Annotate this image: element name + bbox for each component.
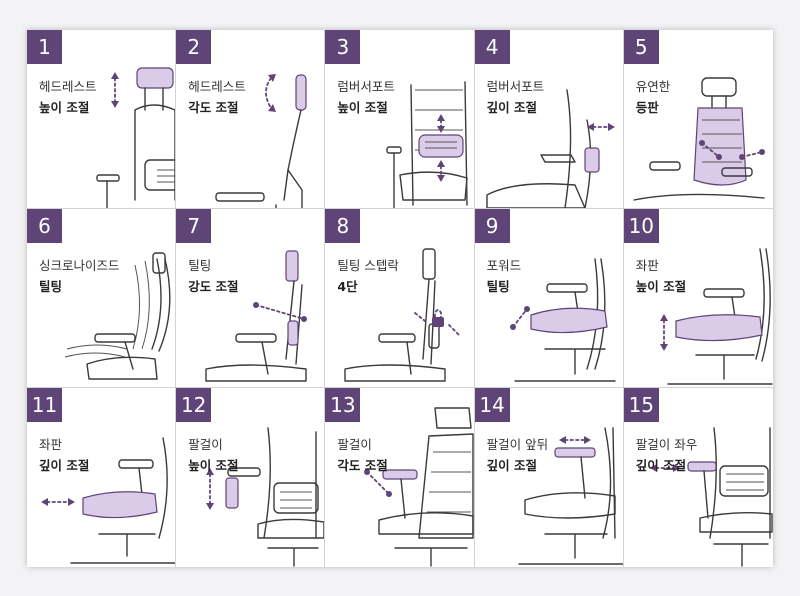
feature-caption: 틸팅 스텝락 4단 [337,255,398,297]
armrest-fore-aft-icon [517,427,623,565]
feature-cell-1: 1 헤드레스트 높이 조절 [27,30,177,209]
feature-title: 포워드 [486,258,522,273]
feature-title: 싱크로나이즈드 [39,258,120,273]
synchro-tilt-icon [64,252,171,380]
feature-number-badge: 9 [474,209,510,243]
feature-cell-9: 9 포워드 틸팅 [474,209,624,388]
feature-subtitle: 높이 조절 [39,100,90,115]
feature-cell-12: 12 팔걸이 높이 조절 [176,388,326,567]
feature-caption: 팔걸이 앞뒤 깊이 조절 [487,434,548,476]
feature-number-badge: 10 [623,209,659,243]
feature-subtitle: 높이 조절 [188,458,239,473]
feature-cell-7: 7 틸팅 강도 조절 [176,209,326,388]
feature-grid-frame: 1 헤드레스트 높이 조절 2 헤드레스트 각도 조절 3 럼버서포트 높이 조… [27,30,773,567]
tilt-tension-icon [205,250,308,382]
feature-cell-15: 15 팔걸이 좌우 깊이 조절 [623,388,773,567]
feature-caption: 팔걸이 높이 조절 [188,434,238,476]
tilt-step-lock-icon [344,248,461,382]
feature-caption: 팔걸이 좌우 깊이 조절 [636,434,697,476]
lumbar-height-adjust-icon [386,81,469,208]
feature-number-badge: 15 [623,388,659,422]
feature-number-badge: 1 [27,30,62,64]
feature-number-badge: 8 [325,209,361,243]
feature-cell-13: 13 팔걸이 각도 조절 [325,388,475,567]
feature-subtitle: 각도 조절 [337,458,388,473]
feature-caption: 헤드레스트 높이 조절 [39,76,97,118]
feature-cell-10: 10 좌판 높이 조절 [623,209,773,388]
feature-title: 팔걸이 [337,437,372,452]
feature-title: 틸팅 스텝락 [337,258,399,273]
forward-tilt-icon [509,258,616,382]
feature-caption: 틸팅 강도 조절 [188,255,238,297]
feature-subtitle: 깊이 조절 [39,458,90,473]
feature-cell-4: 4 럼버서포트 깊이 조절 [474,30,624,209]
seat-depth-adjust-icon [41,437,176,564]
feature-title: 럼버서포트 [337,79,395,94]
feature-cell-6: 6 싱크로나이즈드 틸팅 [27,209,177,388]
feature-number-badge: 3 [325,30,361,64]
feature-caption: 포워드 틸팅 [487,255,522,297]
feature-number-badge: 7 [176,209,212,243]
feature-cell-8: 8 틸팅 스텝락 4단 [325,209,475,388]
feature-cell-14: 14 팔걸이 앞뒤 깊이 조절 [474,388,624,567]
feature-subtitle: 등판 [635,100,659,115]
feature-cell-2: 2 헤드레스트 각도 조절 [176,30,326,209]
armrest-width-adjust-icon [649,427,773,567]
seat-height-adjust-icon [659,248,773,385]
feature-subtitle: 깊이 조절 [635,458,687,473]
feature-number-badge: 2 [176,30,212,64]
feature-subtitle: 높이 조절 [337,100,388,115]
feature-subtitle: 깊이 조절 [486,100,537,115]
feature-number-badge: 12 [176,388,212,422]
feature-number-badge: 13 [325,388,361,422]
feature-caption: 유연한 등판 [636,76,671,118]
feature-title: 좌판 [635,258,659,273]
feature-title: 팔걸이 좌우 [635,437,698,452]
feature-number-badge: 11 [27,388,62,422]
feature-title: 럼버서포트 [486,79,545,94]
feature-title: 헤드레스트 [188,79,246,94]
feature-subtitle: 틸팅 [486,279,510,294]
feature-caption: 좌판 높이 조절 [636,255,686,297]
feature-caption: 럼버서포트 높이 조절 [337,76,395,118]
feature-number-badge: 4 [474,30,510,64]
feature-caption: 싱크로나이즈드 틸팅 [39,255,120,297]
feature-subtitle: 틸팅 [39,279,63,294]
feature-subtitle: 4단 [337,279,358,294]
armrest-angle-adjust-icon [364,407,474,567]
feature-subtitle: 깊이 조절 [486,458,537,473]
feature-title: 팔걸이 앞뒤 [486,437,549,452]
lumbar-depth-adjust-icon [485,89,615,208]
headrest-height-adjust-icon [96,67,176,208]
feature-caption: 럼버서포트 깊이 조절 [487,76,545,118]
feature-grid: 1 헤드레스트 높이 조절 2 헤드레스트 각도 조절 3 럼버서포트 높이 조… [27,30,773,567]
feature-caption: 팔걸이 각도 조절 [337,434,387,476]
feature-title: 틸팅 [188,258,212,273]
flexible-backrest-icon [633,77,765,201]
armrest-height-adjust-icon [206,427,325,567]
feature-subtitle: 높이 조절 [635,279,687,294]
feature-cell-5: 5 유연한 등판 [623,30,773,209]
feature-caption: 헤드레스트 각도 조절 [188,76,246,118]
headrest-angle-adjust-icon [215,74,307,208]
feature-subtitle: 각도 조절 [188,100,239,115]
feature-title: 팔걸이 [188,437,223,452]
feature-title: 헤드레스트 [39,79,97,94]
feature-cell-3: 3 럼버서포트 높이 조절 [325,30,475,209]
feature-number-badge: 5 [623,30,659,64]
feature-caption: 좌판 깊이 조절 [39,434,89,476]
feature-title: 유연한 [635,79,671,94]
feature-number-badge: 6 [27,209,62,243]
feature-number-badge: 14 [474,388,510,422]
feature-title: 좌판 [39,437,63,452]
feature-subtitle: 강도 조절 [188,279,239,294]
feature-cell-11: 11 좌판 깊이 조절 [27,388,177,567]
